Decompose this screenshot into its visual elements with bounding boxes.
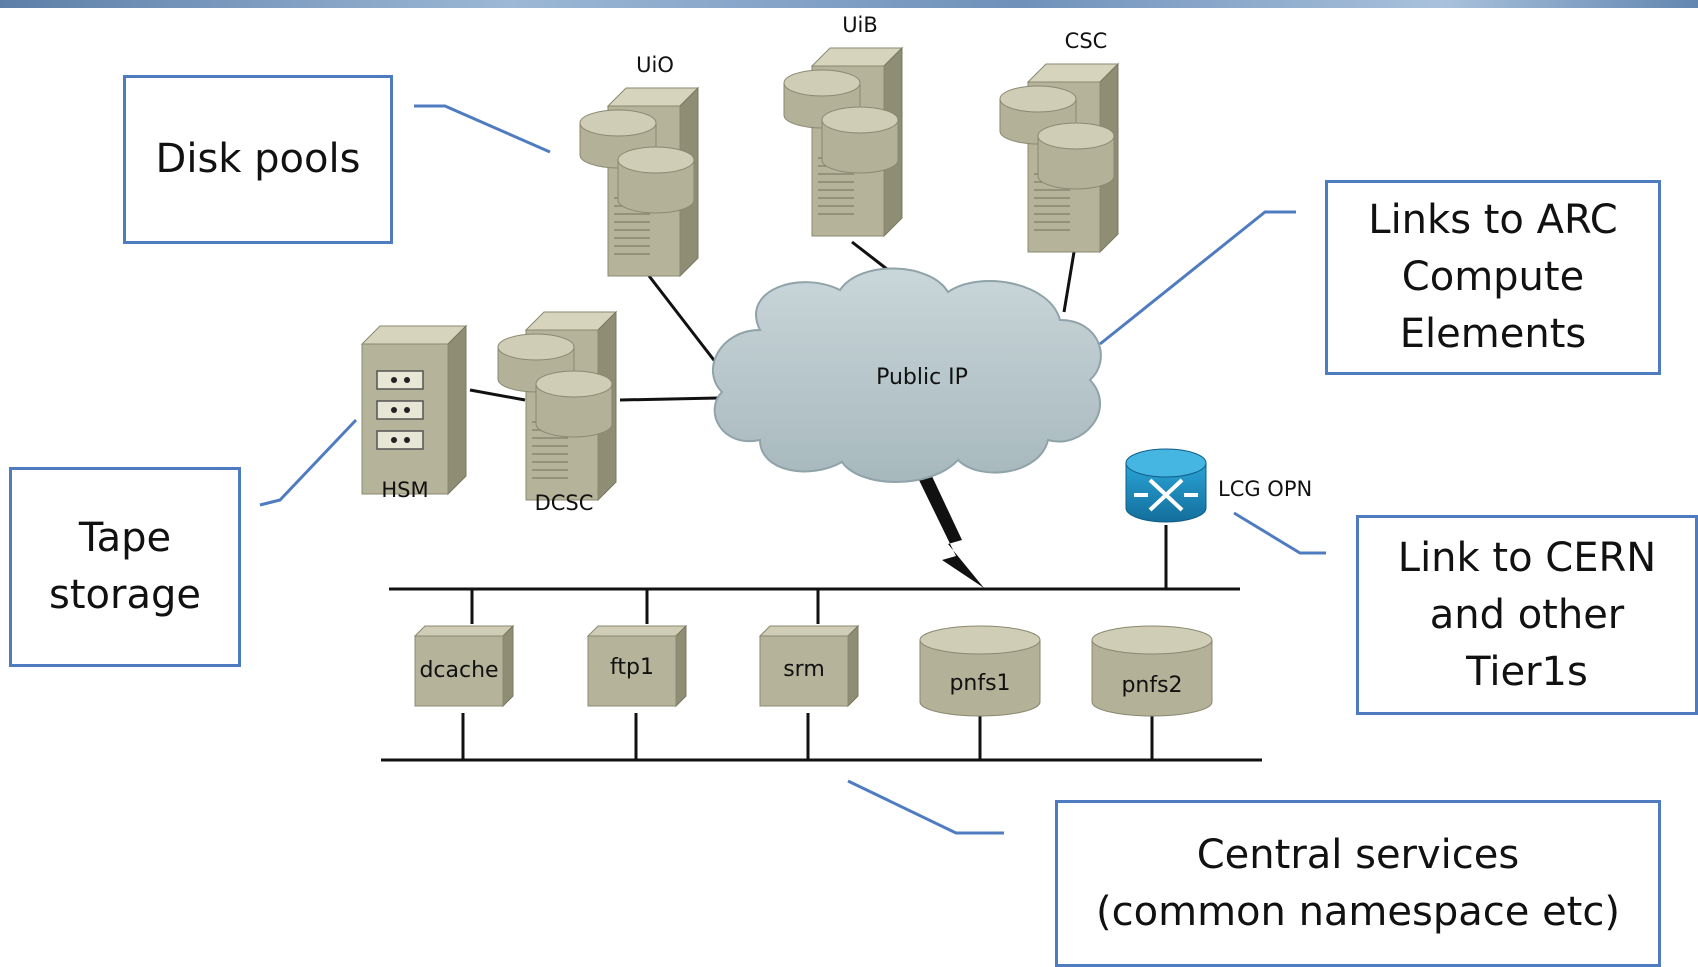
callout-cern-link: Link to CERN and other Tier1s (1356, 515, 1698, 715)
callout-central-services: Central services (common namespace etc) (1055, 800, 1661, 967)
callout-tape-storage: Tape storage (9, 467, 241, 667)
wan-link-bolt-icon (918, 472, 984, 588)
service-label-srm: srm (783, 657, 825, 682)
server-dcsc-icon (497, 311, 617, 501)
public-ip-label: Public IP (876, 365, 968, 390)
hsm-tape-icon (360, 324, 468, 496)
callout-arc-links: Links to ARC Compute Elements (1325, 180, 1661, 375)
service-pnfs2-icon (1091, 625, 1213, 717)
server-uio-icon (579, 87, 699, 277)
service-label-dcache: dcache (419, 658, 498, 683)
site-label-dcsc: DCSC (535, 491, 594, 515)
server-uib-icon (783, 47, 903, 237)
network-links (381, 227, 1262, 762)
router-label: LCG OPN (1218, 477, 1312, 501)
public-ip-cloud: Public IP (711, 267, 1102, 483)
service-label-pnfs1: pnfs1 (949, 671, 1010, 696)
site-label-csc: CSC (1065, 29, 1108, 53)
site-label-hsm: HSM (381, 478, 428, 502)
lcg-opn-router-icon (1125, 448, 1207, 523)
callout-disk-pools: Disk pools (123, 75, 393, 244)
server-csc-icon (999, 63, 1119, 253)
service-label-ftp1: ftp1 (610, 655, 654, 680)
callout-leaders (259, 104, 1326, 835)
service-label-pnfs2: pnfs2 (1121, 673, 1182, 698)
site-label-uib: UiB (842, 13, 878, 37)
site-label-uio: UiO (636, 53, 674, 77)
header-band (0, 0, 1698, 8)
